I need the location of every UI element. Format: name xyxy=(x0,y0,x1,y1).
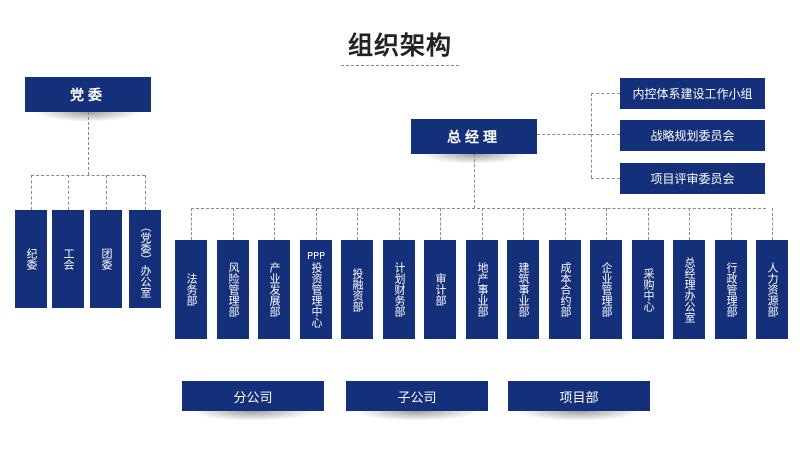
party-committee-box[interactable]: 党委 xyxy=(25,77,151,112)
party-child-box[interactable]: 团委 xyxy=(90,210,122,308)
department-box[interactable]: 采购中心 xyxy=(632,240,664,339)
connector xyxy=(772,208,773,240)
party-child-box[interactable]: 工会 xyxy=(52,210,84,308)
connector xyxy=(274,208,275,240)
connector xyxy=(523,208,524,240)
department-label: 计划财务部 xyxy=(393,262,406,317)
connector xyxy=(482,208,483,240)
department-box[interactable]: 投融资部 xyxy=(341,240,373,339)
shadow xyxy=(354,411,480,421)
connector xyxy=(606,208,607,240)
department-box[interactable]: 审计部 xyxy=(424,240,456,339)
connector xyxy=(357,208,358,240)
connector xyxy=(591,134,620,135)
connector xyxy=(88,112,89,175)
shadow xyxy=(190,411,316,421)
branch-box[interactable]: 分公司 xyxy=(182,381,324,411)
department-label: 人力资源部 xyxy=(766,262,779,317)
department-label: 总经理办公室 xyxy=(683,256,696,323)
department-label: 地产事业部 xyxy=(476,262,489,317)
connector xyxy=(68,175,69,210)
committee-box[interactable]: 战略规划委员会 xyxy=(620,120,765,151)
department-label: 行政管理部 xyxy=(725,262,738,317)
department-box[interactable]: 产业发展部 xyxy=(258,240,290,339)
connector xyxy=(316,208,317,240)
committee-box[interactable]: 项目评审委员会 xyxy=(620,163,765,194)
department-label: 投资管理中心 xyxy=(310,261,323,328)
department-box[interactable]: 风险管理部 xyxy=(217,240,249,339)
connector xyxy=(145,175,146,210)
department-box[interactable]: 总经理办公室 xyxy=(673,240,705,339)
connector xyxy=(31,175,32,210)
department-box[interactable]: 成本合约部 xyxy=(549,240,581,339)
connector xyxy=(233,208,234,240)
connector xyxy=(689,208,690,240)
department-prefix: PPP xyxy=(306,250,326,262)
shadow xyxy=(516,411,642,421)
connector xyxy=(537,134,591,135)
page-title: 组织架构 xyxy=(347,31,452,60)
department-label: 成本合约部 xyxy=(559,262,572,317)
connector xyxy=(591,178,620,179)
connector xyxy=(648,208,649,240)
connector xyxy=(731,208,732,240)
party-child-label: 工会 xyxy=(62,248,75,270)
department-box[interactable]: 行政管理部 xyxy=(715,240,747,339)
department-label: 企业管理部 xyxy=(600,262,613,317)
connector xyxy=(565,208,566,240)
connector xyxy=(191,208,192,240)
connector xyxy=(591,93,592,178)
party-child-box[interactable]: 纪委 xyxy=(15,210,47,308)
department-box[interactable]: 人力资源部 xyxy=(756,240,788,339)
department-label: 投融资部 xyxy=(351,267,364,312)
general-manager-box[interactable]: 总经理 xyxy=(411,119,537,154)
department-label: 产业发展部 xyxy=(268,262,281,317)
department-label: 采购中心 xyxy=(642,267,655,312)
department-label: 法务部 xyxy=(185,273,198,306)
connector xyxy=(31,175,145,176)
party-child-label: 团委 xyxy=(100,248,113,270)
connector xyxy=(474,154,475,208)
department-label: 建筑事业部 xyxy=(517,262,530,317)
connector xyxy=(191,208,766,209)
connector xyxy=(106,175,107,210)
committee-box[interactable]: 内控体系建设工作小组 xyxy=(620,78,765,109)
project-dept-box[interactable]: 项目部 xyxy=(508,381,650,411)
department-label: 风险管理部 xyxy=(227,262,240,317)
department-box[interactable]: 地产事业部 xyxy=(466,240,498,339)
connector xyxy=(440,208,441,240)
party-child-label: 纪委 xyxy=(25,248,38,270)
department-box[interactable]: 计划财务部 xyxy=(383,240,415,339)
department-box[interactable]: 建筑事业部 xyxy=(507,240,539,339)
connector xyxy=(591,93,620,94)
subsidiary-box[interactable]: 子公司 xyxy=(346,381,488,411)
title-underline xyxy=(341,65,459,66)
department-box[interactable]: 法务部 xyxy=(175,240,207,339)
connector xyxy=(399,208,400,240)
party-child-box[interactable]: （党委）办公室 xyxy=(129,210,161,308)
department-label: 审计部 xyxy=(434,273,447,306)
party-child-label: （党委）办公室 xyxy=(139,220,152,298)
department-box[interactable]: 企业管理部 xyxy=(590,240,622,339)
